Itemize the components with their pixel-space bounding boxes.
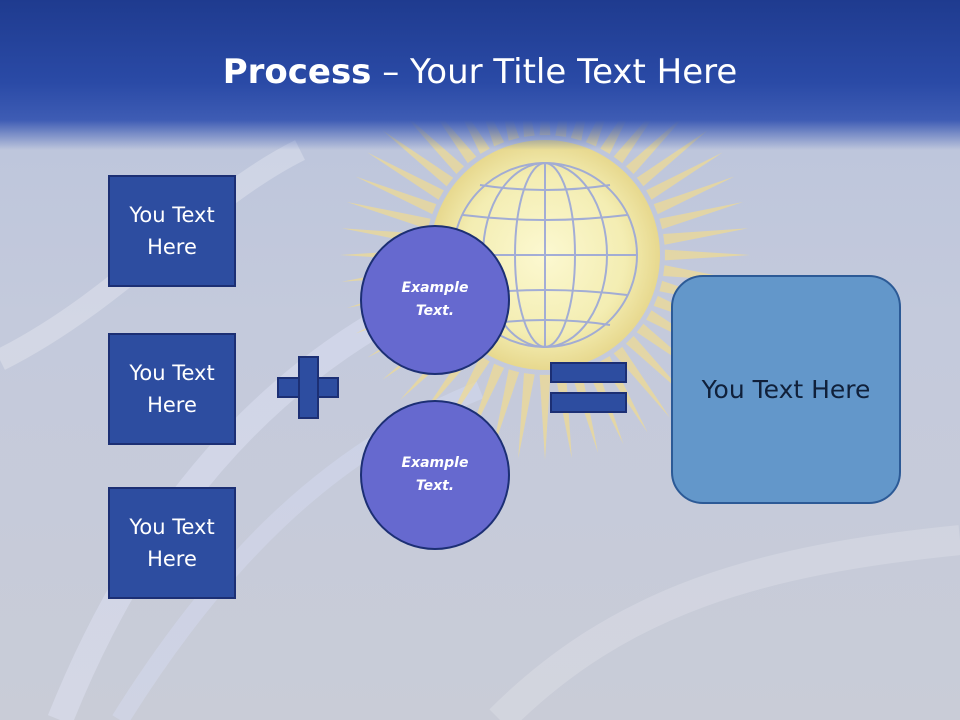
equals-icon-bottom-bar (550, 392, 627, 413)
sun-ray (367, 152, 444, 200)
input-box-1: You Text Here (108, 175, 236, 287)
result-label: You Text Here (701, 375, 871, 404)
slide-title: Process – Your Title Text Here (0, 52, 960, 92)
example-circle-1-line2: Text. (415, 303, 455, 319)
sun-ray (653, 176, 735, 215)
input-box-3: You Text Here (108, 487, 236, 599)
input-box-1-line1: You Text (129, 203, 215, 227)
sun-ray (491, 369, 520, 454)
sun-ray (663, 228, 749, 245)
sun-ray (664, 249, 750, 261)
example-circle-1: Example Text. (360, 225, 510, 375)
sun-ray (346, 201, 431, 230)
example-circle-1-line1: Example (401, 280, 469, 296)
sun-ray (539, 374, 551, 460)
input-box-1-line2: Here (147, 235, 197, 259)
sun-ray (613, 346, 670, 418)
sun-ray (659, 201, 744, 230)
example-circle-2-line2: Text. (415, 478, 455, 494)
title-rest: – Your Title Text Here (371, 52, 738, 92)
input-box-2-line2: Here (147, 393, 197, 417)
example-circle-2-line1: Example (401, 455, 469, 471)
input-box-3-line2: Here (147, 547, 197, 571)
header-bar (0, 0, 960, 150)
input-box-2: You Text Here (108, 333, 236, 445)
input-box-3-line1: You Text (129, 515, 215, 539)
result-box: You Text Here (671, 275, 901, 504)
input-box-2-line1: You Text (129, 361, 215, 385)
sun-ray (355, 176, 437, 215)
example-circle-2: Example Text. (360, 400, 510, 550)
equals-icon-top-bar (550, 362, 627, 383)
plus-icon-center (300, 379, 317, 396)
title-bold: Process (222, 52, 372, 92)
sun-ray (646, 152, 723, 200)
sun-ray (518, 373, 535, 459)
sun-ray (555, 373, 572, 459)
